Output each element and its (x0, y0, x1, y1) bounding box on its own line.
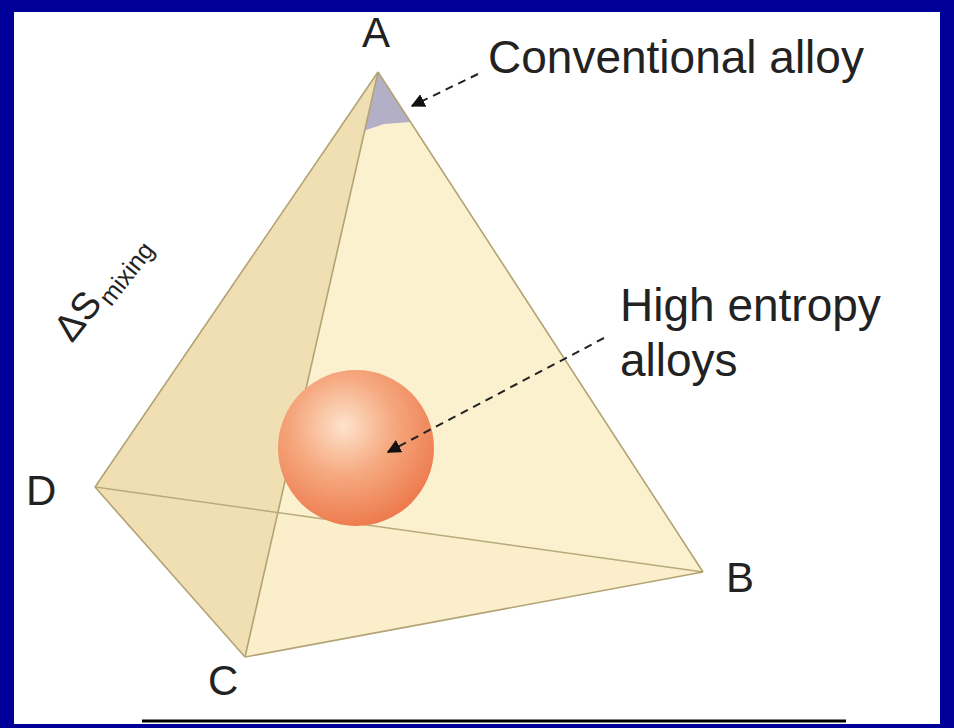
tetrahedron-edges (95, 72, 703, 657)
leader-line (388, 338, 604, 452)
vertex-label: C (208, 656, 238, 706)
leader-line (412, 74, 478, 106)
callout-text: Conventional alloy (488, 30, 864, 85)
slide-panel (14, 12, 940, 724)
vertex-label: D (26, 466, 56, 516)
vertex-label: A (362, 8, 390, 58)
vertex-label: B (726, 553, 754, 603)
rule-line (142, 720, 846, 723)
callout-text: High entropy alloys (620, 278, 920, 388)
hea-sphere (278, 370, 434, 526)
